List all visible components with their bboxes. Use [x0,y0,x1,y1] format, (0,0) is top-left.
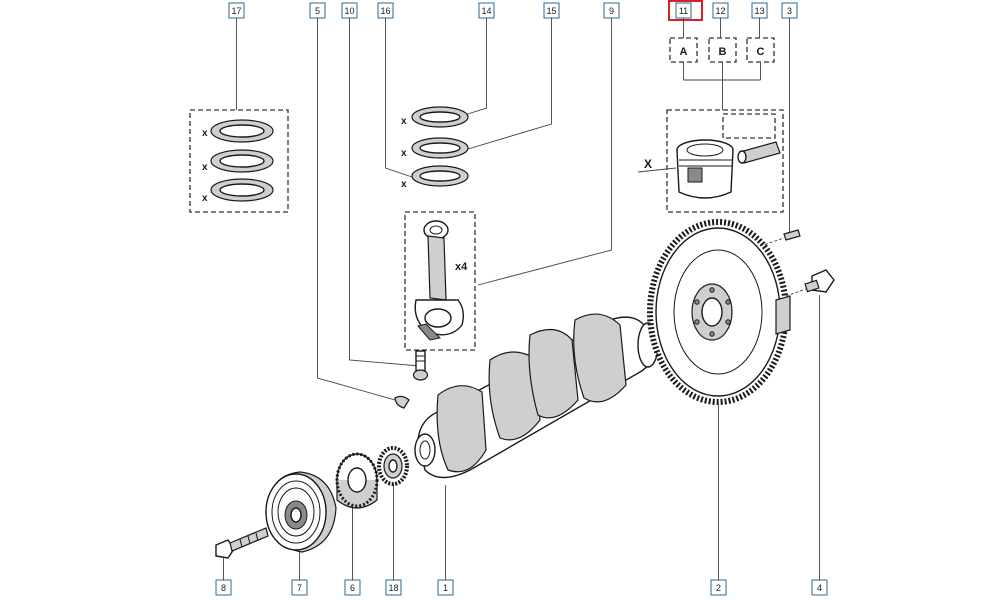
svg-text:7: 7 [297,583,302,593]
callout-14[interactable]: 14 [478,2,495,19]
svg-text:17: 17 [231,6,241,16]
crank-pulley-7[interactable] [265,471,337,553]
variant-leader-lines [683,18,761,110]
ring-15 [411,137,469,159]
piston [676,139,734,199]
svg-text:B: B [719,46,727,58]
svg-text:X: X [644,157,652,171]
piston-pin [737,141,781,164]
ring-17a [210,119,274,143]
svg-text:A: A [680,46,688,58]
ring-17b [210,149,274,173]
svg-text:x: x [401,116,407,127]
svg-text:x: x [202,193,208,204]
variant-c-box[interactable]: C [746,37,775,63]
piston-ring-set-17[interactable]: x x x [189,109,289,213]
svg-text:13: 13 [754,6,764,16]
callout-2[interactable]: 2 [710,579,727,596]
svg-text:15: 15 [546,6,556,16]
crank-web-3 [528,329,579,419]
variant-b-box[interactable]: B [708,37,737,63]
svg-text:x4: x4 [455,261,468,273]
svg-text:x: x [401,148,407,159]
callout-8[interactable]: 8 [215,579,232,596]
ring-14 [411,106,469,128]
crank-nose [414,433,436,467]
callout-15[interactable]: 15 [543,2,560,19]
svg-text:14: 14 [481,6,491,16]
piston-rings-14-15-16[interactable]: x x x [401,106,469,190]
svg-text:3: 3 [787,6,792,16]
svg-text:9: 9 [609,6,614,16]
callout-12[interactable]: 12 [712,2,729,19]
dowel-pin-3[interactable] [759,229,801,247]
callout-13[interactable]: 13 [751,2,768,19]
woodruff-key-5[interactable] [394,395,410,409]
crank-gear-6[interactable] [335,452,379,509]
crank-web-4 [573,313,627,403]
rod-bolt-10[interactable] [412,350,429,381]
svg-text:12: 12 [715,6,725,16]
connecting-rod [414,220,465,341]
svg-text:5: 5 [315,6,320,16]
callout-10[interactable]: 10 [341,2,358,19]
svg-text:11: 11 [679,6,688,16]
svg-text:18: 18 [388,583,398,593]
callout-4[interactable]: 4 [811,579,828,596]
callout-9[interactable]: 9 [603,2,620,19]
crank-web-2 [488,351,541,441]
timing-sprocket-18[interactable] [377,446,409,486]
svg-text:16: 16 [380,6,390,16]
callout-5[interactable]: 5 [309,2,326,19]
ring-17c [210,178,274,202]
crank-web-1 [436,385,487,473]
svg-text:x: x [202,128,208,139]
callout-6[interactable]: 6 [344,579,361,596]
leader-lines [223,18,820,580]
flywheel-bolt-4[interactable] [785,269,835,297]
callout-17[interactable]: 17 [228,2,245,19]
svg-text:1: 1 [443,583,448,593]
svg-text:8: 8 [221,583,226,593]
svg-text:6: 6 [350,583,355,593]
svg-text:10: 10 [344,6,354,16]
svg-text:4: 4 [817,583,822,593]
svg-text:x: x [401,179,407,190]
callout-7[interactable]: 7 [291,579,308,596]
callout-11-selected[interactable]: 11 [668,0,703,21]
pulley-bolt-8[interactable] [215,527,269,559]
variant-a-box[interactable]: A [669,37,698,63]
crankshaft-1[interactable] [414,313,659,479]
svg-text:x: x [202,162,208,173]
ring-16 [411,165,469,187]
flywheel-2[interactable] [647,219,791,405]
piston-assembly-12[interactable]: X [637,109,784,213]
callout-1[interactable]: 1 [437,579,454,596]
svg-text:2: 2 [716,583,721,593]
svg-text:C: C [757,46,765,58]
callout-3[interactable]: 3 [781,2,798,19]
callout-18[interactable]: 18 [385,579,402,596]
callout-16[interactable]: 16 [377,2,394,19]
connecting-rod-assembly-9[interactable]: x4 [404,211,476,351]
